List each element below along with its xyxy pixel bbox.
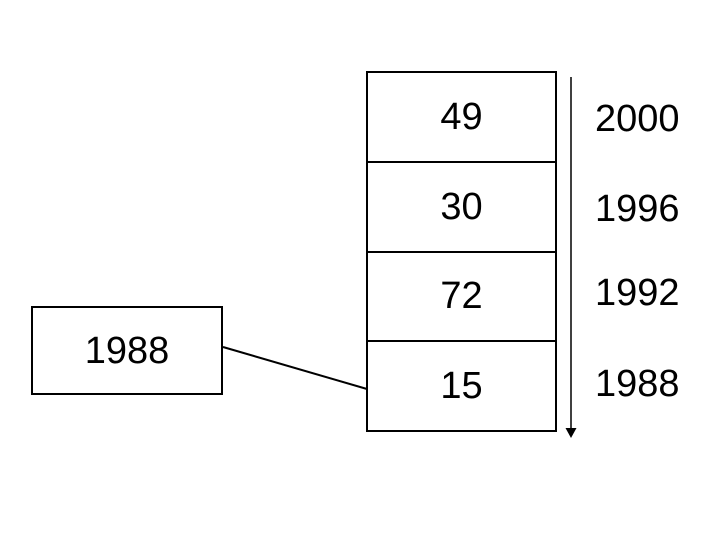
year-label: 2000 bbox=[595, 98, 680, 140]
stack-table: 49 30 72 15 bbox=[366, 71, 557, 432]
year-label: 1996 bbox=[595, 188, 680, 230]
pointer-connector-line bbox=[222, 346, 368, 390]
stack-cell-value: 72 bbox=[440, 275, 483, 318]
pointer-box-label: 1988 bbox=[84, 329, 170, 372]
stack-cell: 72 bbox=[368, 253, 555, 343]
stack-cell-value: 15 bbox=[440, 365, 483, 408]
year-label: 1988 bbox=[595, 363, 680, 405]
stack-cell-value: 49 bbox=[440, 95, 483, 138]
year-label: 1992 bbox=[595, 272, 680, 314]
stack-cell-value: 30 bbox=[440, 185, 483, 228]
pointer-box: 1988 bbox=[31, 306, 223, 395]
down-arrow-icon bbox=[565, 428, 577, 438]
stack-cell: 30 bbox=[368, 163, 555, 253]
stack-cell: 15 bbox=[368, 342, 555, 430]
stack-cell: 49 bbox=[368, 73, 555, 163]
